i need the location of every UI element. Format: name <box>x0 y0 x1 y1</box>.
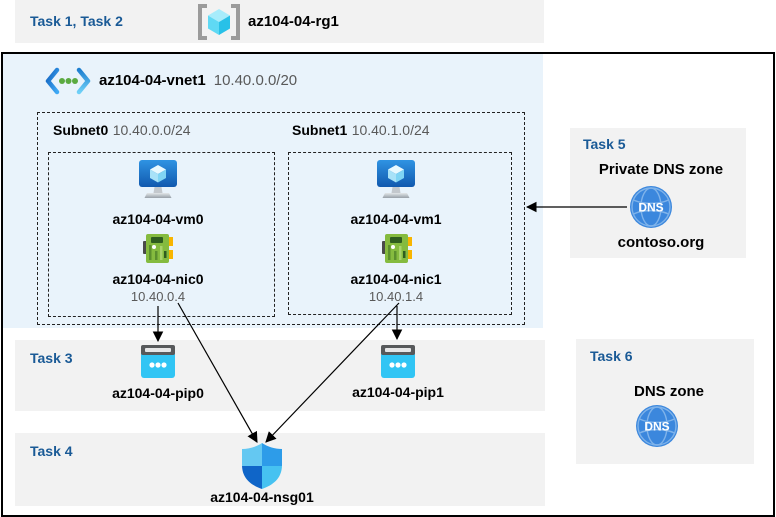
vnet-cidr: 10.40.0.0/20 <box>213 72 298 89</box>
nic0-ip: 10.40.0.4 <box>130 289 186 304</box>
subnet0-label: Subnet0 10.40.0.0/24 <box>53 122 191 140</box>
pip0-icon <box>141 345 175 378</box>
pip0-name: az104-04-pip0 <box>112 385 204 401</box>
subnet0-name: Subnet0 <box>53 122 109 138</box>
subnet1-label: Subnet1 10.40.1.0/24 <box>292 122 430 140</box>
task5-box: Task 5 Private DNS zone DNS contoso.org <box>570 128 746 258</box>
subnet1-cidr: 10.40.1.0/24 <box>351 122 430 138</box>
dns-zone-title: DNS zone <box>633 383 704 400</box>
subnet1-name: Subnet1 <box>292 122 348 138</box>
subnet1-box <box>288 152 512 315</box>
subnet0-box <box>48 152 275 317</box>
vnet-icon <box>45 67 91 95</box>
private-dns-icon-text: DNS <box>638 201 663 215</box>
private-dns-zone-name: contoso.org <box>617 234 705 251</box>
nic0-icon <box>143 232 173 265</box>
private-dns-icon: DNS <box>630 186 672 228</box>
nic1-icon <box>382 232 412 265</box>
task3-label: Task 3 <box>30 350 73 366</box>
nic0-name: az104-04-nic0 <box>112 271 204 287</box>
vm1-name: az104-04-vm1 <box>350 211 442 227</box>
task4-label: Task 4 <box>30 443 73 459</box>
resource-group-name: az104-04-rg1 <box>248 13 339 30</box>
vm0-icon <box>138 160 178 202</box>
vnet-header: az104-04-vnet1 10.40.0.0/20 <box>45 66 297 96</box>
dns-zone-icon: DNS <box>636 405 678 447</box>
task6-label: Task 6 <box>590 348 633 364</box>
private-dns-zone-title: Private DNS zone <box>598 161 724 178</box>
task1-task2-band: Task 1, Task 2 az104-04-rg1 <box>15 0 544 43</box>
task6-box: Task 6 DNS zone DNS <box>576 339 754 464</box>
pip1-name: az104-04-pip1 <box>352 384 444 400</box>
vnet-name: az104-04-vnet1 <box>99 72 206 89</box>
pip1-icon <box>381 345 415 378</box>
task1-task2-label: Task 1, Task 2 <box>30 13 123 29</box>
nic1-name: az104-04-nic1 <box>350 271 442 287</box>
task5-label: Task 5 <box>583 136 626 152</box>
vnet-region <box>3 54 543 328</box>
vm0-name: az104-04-vm0 <box>112 211 204 227</box>
resource-group-icon <box>196 4 242 40</box>
vm1-icon <box>376 160 416 202</box>
nsg-icon <box>242 443 282 489</box>
subnet0-cidr: 10.40.0.0/24 <box>112 122 191 138</box>
nsg-name: az104-04-nsg01 <box>210 489 314 505</box>
dns-zone-icon-text: DNS <box>644 420 669 434</box>
nic1-ip: 10.40.1.4 <box>368 289 424 304</box>
